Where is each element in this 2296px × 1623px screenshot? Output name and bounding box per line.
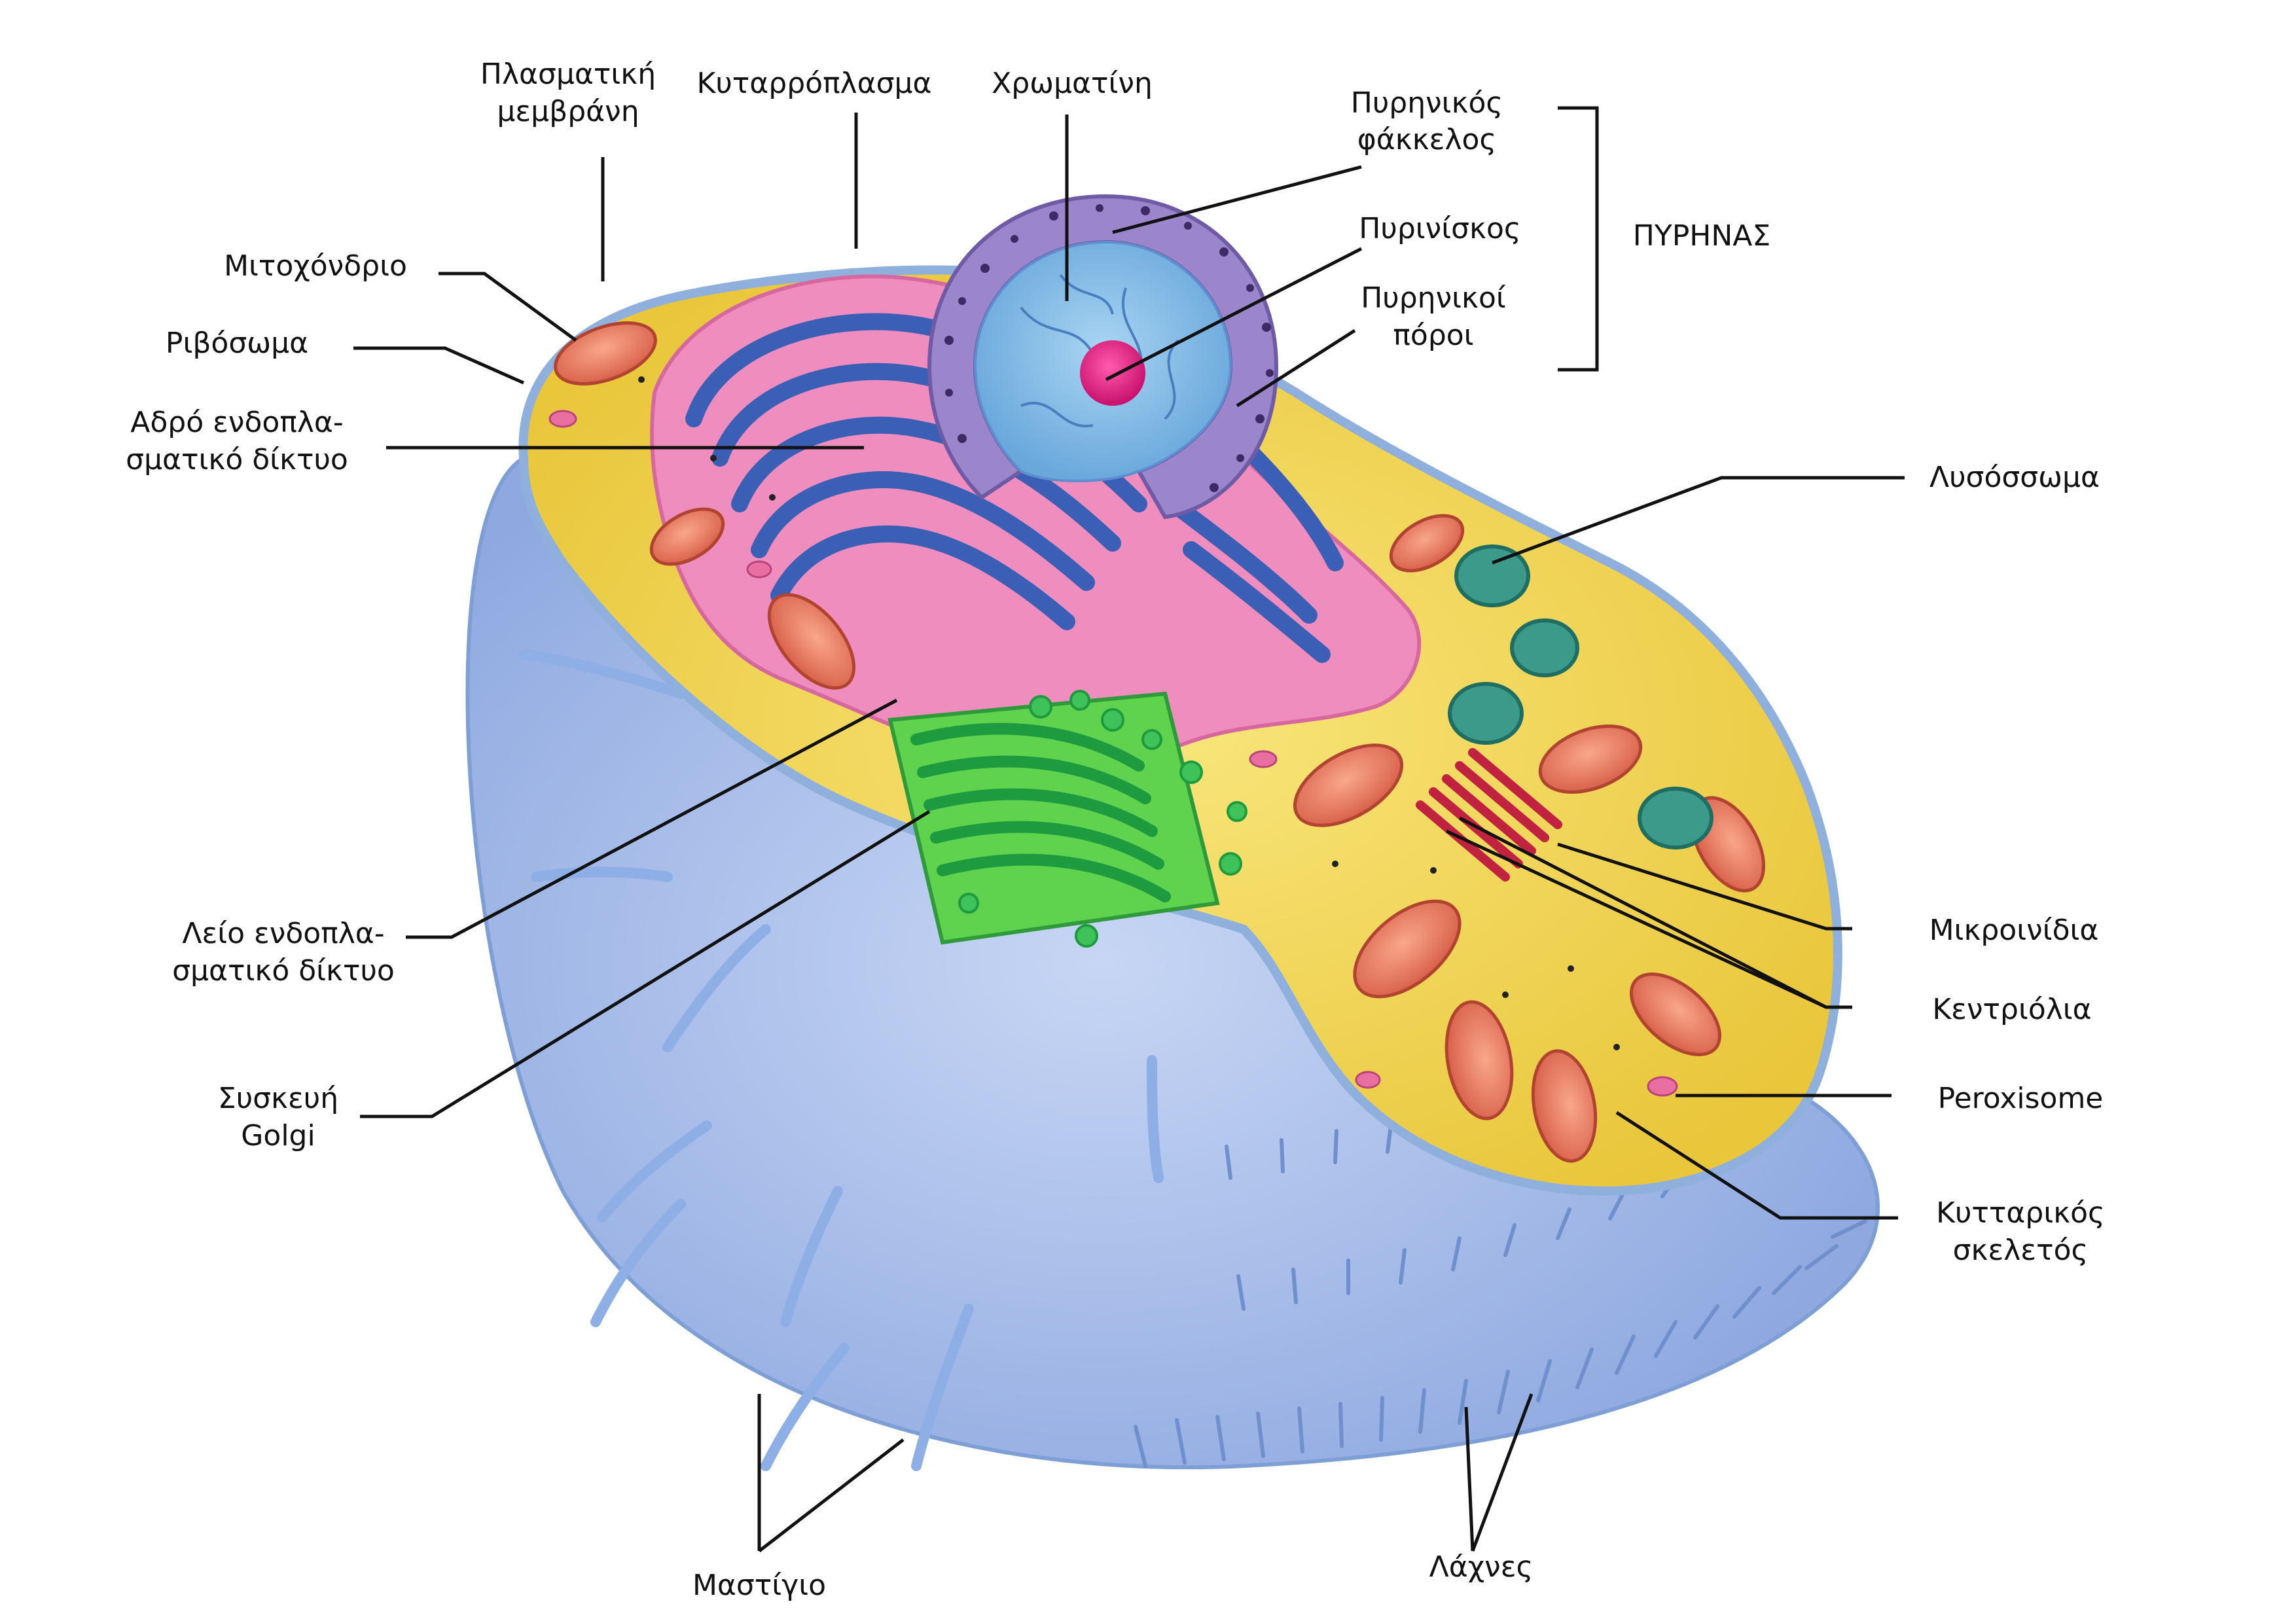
golgi-apparatus [888, 690, 1247, 948]
label-golgi-1: Συσκευή [218, 1082, 338, 1115]
leader-smooth-er [406, 698, 898, 939]
leader-mitochondrion [439, 272, 577, 342]
golgi-vesicles [958, 690, 1247, 948]
ribosomes [638, 376, 1620, 1050]
leader-cilia [1464, 1406, 1475, 1552]
leader-cytoskeleton [1615, 1111, 1898, 1220]
label-flagellum: Μαστίγιο [692, 1569, 826, 1602]
leader-nuclear-pores [1236, 329, 1356, 408]
leader-nucleolus [1105, 247, 1363, 382]
label-ribosome: Ριβόσωμα [166, 327, 308, 360]
nucleus-bracket [1558, 106, 1599, 372]
label-cilia: Λάχνες [1429, 1550, 1534, 1584]
peroxisomes [548, 410, 1678, 1097]
label-microfilaments: Μικροινίδια [1929, 914, 2099, 947]
labels: Πλασματική μεμβράνη Κυταρρόπλασμα Χρωματ… [126, 58, 2105, 1602]
label-nuclear-pores-1: Πυρηνικοί [1361, 281, 1506, 315]
label-centrioles: Κεντριόλια [1932, 993, 2091, 1026]
label-peroxisome: Peroxisome [1938, 1082, 2104, 1115]
golgi-cisternae [910, 722, 1171, 902]
label-nucleus-group: ΠΥΡΗΝΑΣ [1633, 219, 1770, 253]
flagella [518, 649, 1164, 1471]
label-cytoskeleton-2: σκελετός [1953, 1234, 2089, 1267]
label-nucleolus: Πυρινίσκος [1359, 212, 1520, 245]
label-cytoplasm: Κυταρρόπλασμα [696, 67, 931, 100]
label-golgi-2: Golgi [241, 1119, 315, 1152]
label-smooth-er-1: Λείο ενδοπλα- [182, 917, 384, 950]
label-smooth-er-2: σματικό δίκτυο [172, 954, 395, 988]
leader-flagellum-b [758, 1438, 905, 1552]
label-plasma-membrane-2: μεμβράνη [497, 95, 639, 128]
cilia [1134, 1118, 1867, 1468]
label-mitochondrion: Μιτοχόνδριο [224, 249, 407, 283]
leader-lysosome [1492, 476, 1905, 565]
leader-lines [353, 106, 1905, 1552]
leader-centrioles-b [1445, 829, 1827, 1009]
label-rough-er-1: Αδρό ενδοπλα- [130, 406, 343, 439]
leader-microfilaments [1557, 842, 1852, 931]
label-lysosome: Λυσόσσωμα [1929, 461, 2100, 494]
nucleolus [1080, 340, 1145, 406]
label-chromatin: Χρωματίνη [992, 67, 1153, 100]
label-rough-er-2: σματικό δίκτυο [126, 443, 348, 476]
nucleus [927, 194, 1279, 520]
nuclear-pores [944, 204, 1274, 492]
label-plasma-membrane-1: Πλασματική [480, 58, 656, 91]
centrioles [1416, 748, 1562, 882]
leader-nuclear-envelope [1112, 165, 1362, 234]
leader-cilia-b [1471, 1393, 1534, 1552]
lysosomes [1448, 544, 1713, 849]
label-nuclear-envelope-1: Πυρηνικός [1351, 86, 1503, 120]
leader-ribosome [353, 346, 525, 385]
label-nuclear-pores-2: πόροι [1393, 319, 1473, 352]
label-nuclear-envelope-2: φάκκελος [1357, 123, 1496, 156]
label-cytoskeleton-1: Κυτταρικός [1936, 1196, 2105, 1230]
mitochondria [554, 321, 1766, 1163]
leader-golgi [360, 810, 931, 1118]
